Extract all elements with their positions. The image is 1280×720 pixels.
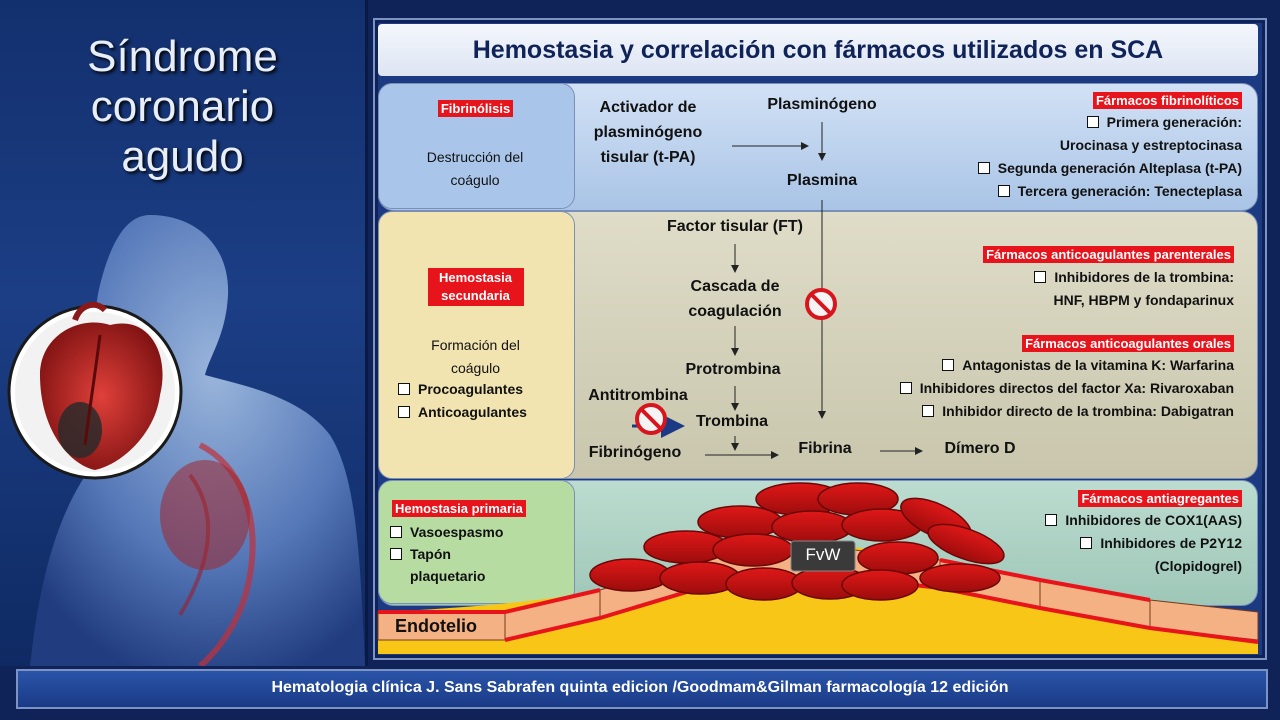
endothelium-label: Endotelio xyxy=(395,616,477,636)
fibrinolytic-item: Urocinasa y estreptocinasa xyxy=(1059,137,1242,153)
secondary-label: Hemostasia secundaria xyxy=(378,268,573,306)
prohibited-icon xyxy=(635,403,667,435)
fibrinolytic-item: Tercera generación: Tenecteplasa xyxy=(880,180,1242,203)
fibrinolysis-label: Fibrinólisis xyxy=(378,100,573,118)
footer-bar xyxy=(16,669,1268,709)
antiplatelet-drugs-title: Fármacos antiagregantes xyxy=(1078,490,1242,507)
d-dimer-node: Dímero D xyxy=(944,440,1016,457)
platelet-clot xyxy=(589,482,1005,601)
fibrinogen-node: Fibrinógeno xyxy=(588,444,682,461)
cascade-node: Cascada de coagulación xyxy=(688,278,782,320)
thrombin-node: Trombina xyxy=(695,413,768,430)
oral-drugs-title: Fármacos anticoagulantes orales xyxy=(1022,335,1234,352)
antithrombin-node: Antitrombina xyxy=(588,387,688,404)
antiplatelet-item: (Clopidogrel) xyxy=(1154,558,1242,574)
fvw-label: FvW xyxy=(805,545,841,564)
prohibited-icon xyxy=(805,288,837,320)
oral-drugs: Fármacos anticoagulantes orales Antagoni… xyxy=(820,335,1234,423)
fibrinolysis-description: Destrucción del coágulo xyxy=(426,149,524,188)
tpa-activator: Activador de plasminógeno tisular (t-PA) xyxy=(593,99,703,166)
oral-item: Inhibidor directo de la trombina: Dabiga… xyxy=(820,400,1234,423)
parenteral-item: HNF, HBPM y fondaparinux xyxy=(1053,292,1234,308)
tissue-factor-node: Factor tisular (FT) xyxy=(666,218,803,235)
left-panel: Síndrome coronario agudo xyxy=(0,0,368,666)
title-bar xyxy=(378,24,1258,76)
page-title: Hemostasia y correlación con fármacos ut… xyxy=(472,36,1164,64)
secondary-item: Procoagulantes xyxy=(398,378,568,401)
antiplatelet-item: Inhibidores de COX1(AAS) xyxy=(980,509,1242,532)
parenteral-item: Inhibidores de la trombina: xyxy=(880,266,1234,289)
plasmin-node: Plasmina xyxy=(786,172,858,189)
flow-arrows xyxy=(705,122,923,459)
fibrin-node: Fibrina xyxy=(798,440,852,457)
antiplatelet-drugs: Fármacos antiagregantes Inhibidores de C… xyxy=(980,490,1242,578)
plasminogen-node: Plasminógeno xyxy=(767,96,877,113)
secondary-items: Procoagulantes Anticoagulantes xyxy=(398,378,568,424)
human-heart-illustration xyxy=(7,215,365,666)
primary-item: Vasoespasmo xyxy=(390,521,560,543)
fibrinolytic-item: Segunda generación Alteplasa (t-PA) xyxy=(880,157,1242,180)
primary-items: Vasoespasmo Tapón plaquetario xyxy=(390,521,560,587)
prothrombin-node: Protrombina xyxy=(685,361,781,378)
reference-citation: Hematologia clínica J. Sans Sabrafen qui… xyxy=(271,679,1009,696)
fibrinolytic-drugs: Fármacos fibrinolíticos Primera generaci… xyxy=(880,92,1242,203)
primary-label: Hemostasia primaria xyxy=(392,500,526,518)
fibrinolytic-drugs-title: Fármacos fibrinolíticos xyxy=(1092,92,1242,109)
parenteral-drugs: Fármacos anticoagulantes parenterales In… xyxy=(880,246,1234,312)
oral-item: Inhibidores directos del factor Xa: Riva… xyxy=(820,377,1234,400)
fvw-box xyxy=(790,540,856,572)
secondary-side-box xyxy=(378,211,575,479)
slide-topic-title: Síndrome coronario agudo xyxy=(87,32,278,181)
antiplatelet-item: Inhibidores de P2Y12 xyxy=(980,532,1242,555)
oral-item: Antagonistas de la vitamina K: Warfarina xyxy=(820,354,1234,377)
parenteral-drugs-title: Fármacos anticoagulantes parenterales xyxy=(983,246,1234,263)
primary-item: Tapón plaquetario xyxy=(390,543,560,587)
secondary-description: Formación del coágulo xyxy=(431,337,520,376)
fibrinolytic-item: Primera generación: xyxy=(880,111,1242,134)
secondary-item: Anticoagulantes xyxy=(398,401,568,424)
